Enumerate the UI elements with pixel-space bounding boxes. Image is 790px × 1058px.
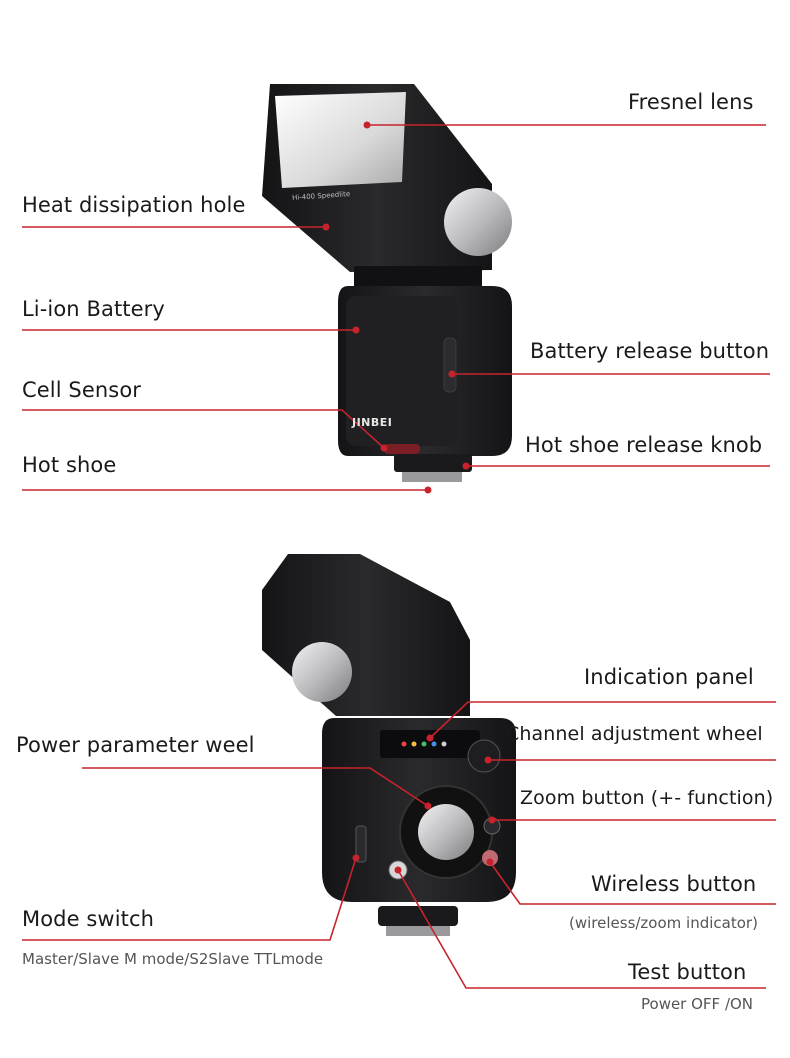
sublabel-power-off-on: Power OFF /ON — [641, 995, 754, 1013]
label-wireless-button: Wireless button — [591, 872, 757, 896]
wireless-button-shape — [482, 850, 498, 866]
callout-lines — [22, 121, 776, 989]
label-channel-adjustment-wheel: Channel adjustment wheel — [506, 723, 763, 745]
brand-logo: JINBEI — [352, 416, 393, 429]
mode-switch-slider — [355, 825, 367, 863]
label-li-ion-battery: Li-ion Battery — [22, 297, 165, 321]
label-zoom-button: Zoom button (+- function) — [520, 787, 774, 809]
label-heat-dissipation-hole: Heat dissipation hole — [22, 193, 246, 217]
label-indication-panel: Indication panel — [584, 665, 754, 689]
sublabel-mode-switch-modes: Master/Slave M mode/S2Slave TTLmode — [22, 950, 324, 968]
power-dial-knob — [418, 804, 474, 860]
hot-shoe-knob-back — [378, 906, 458, 926]
channel-wheel-knob — [467, 739, 501, 773]
label-fresnel-lens: Fresnel lens — [628, 90, 754, 114]
label-test-button: Test button — [628, 960, 747, 984]
hot-shoe-foot-back — [386, 926, 450, 936]
label-mode-switch: Mode switch — [22, 907, 155, 931]
battery-release-latch — [443, 337, 457, 393]
flash-back-view — [262, 554, 516, 936]
hot-shoe-foot — [402, 472, 462, 482]
swivel-disk — [444, 188, 512, 256]
battery-cover — [346, 296, 458, 446]
fresnel-lens-panel — [275, 92, 406, 188]
sublabel-wireless-indicator: (wireless/zoom indicator) — [569, 914, 758, 932]
label-hot-shoe: Hot shoe — [22, 453, 117, 477]
label-cell-sensor: Cell Sensor — [22, 378, 142, 402]
flash-head-back — [262, 554, 470, 716]
cell-sensor-window — [384, 444, 420, 454]
flash-front-view — [262, 84, 512, 482]
hot-shoe-knob — [394, 454, 472, 472]
label-power-parameter-wheel: Power parameter weel — [16, 733, 255, 757]
indication-panel-display — [380, 730, 480, 758]
swivel-disk-back — [292, 642, 352, 702]
label-hot-shoe-release-knob: Hot shoe release knob — [525, 433, 763, 457]
label-battery-release-button: Battery release button — [530, 339, 770, 363]
